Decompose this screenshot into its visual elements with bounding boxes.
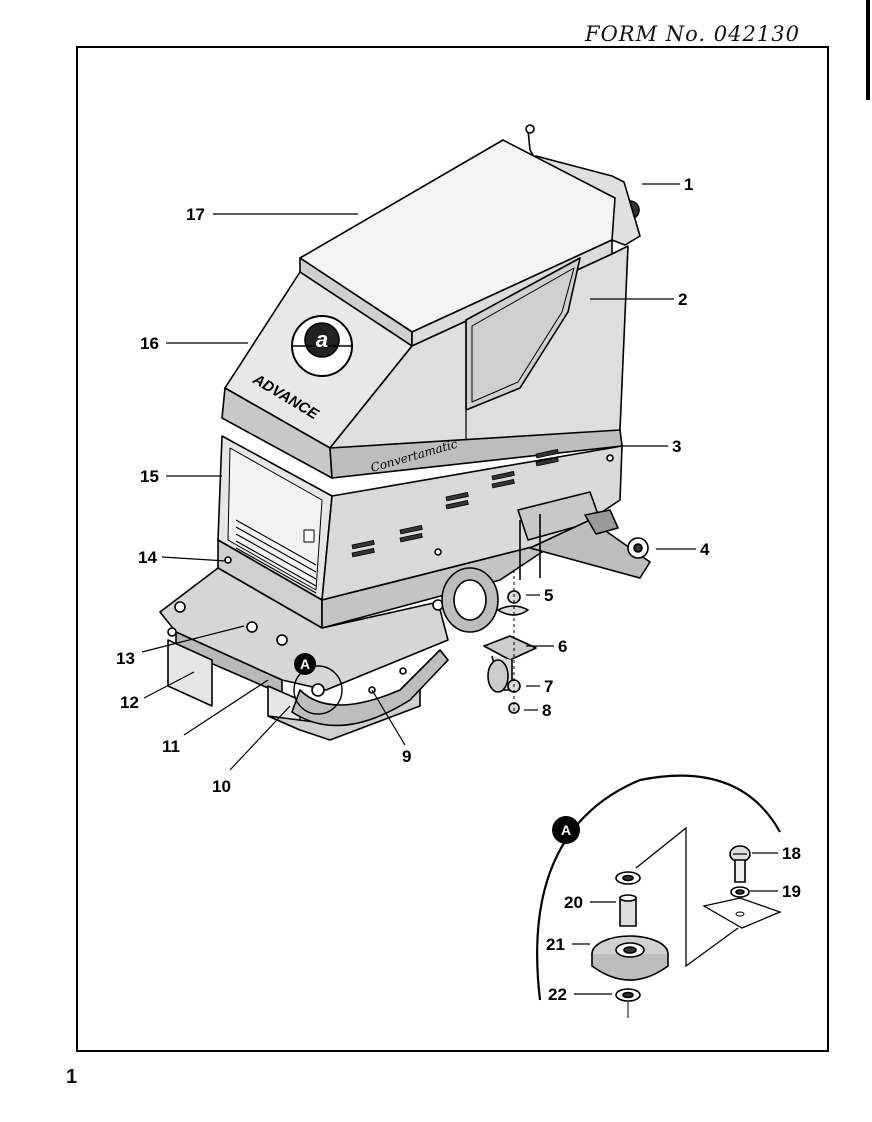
callout-4: 4	[700, 540, 710, 559]
callout-12: 12	[120, 693, 139, 712]
callout-19: 19	[782, 882, 801, 901]
page-number: 1	[66, 1066, 78, 1088]
callout-3: 3	[672, 437, 681, 456]
callout-9: 9	[402, 747, 411, 766]
brand-letter: a	[316, 327, 328, 352]
callout-15: 15	[140, 467, 159, 486]
page-edge-bar	[866, 0, 870, 100]
callout-14: 14	[138, 548, 157, 567]
detail-a-ring	[293, 665, 343, 715]
diagram-frame	[76, 46, 829, 1052]
callout-22: 22	[548, 985, 567, 1004]
callout-11: 11	[162, 737, 180, 756]
callout-1: 1	[684, 175, 693, 194]
detail-a-inset	[536, 774, 782, 1018]
callout-labels: 1 2 3 4 5 6 7 8 9 10 11 12 13 14 15 16 1…	[116, 175, 801, 1004]
callout-20: 20	[564, 893, 583, 912]
form-number: FORM No. 042130	[585, 22, 800, 46]
callout-17: 17	[186, 205, 205, 224]
callout-6: 6	[558, 637, 567, 656]
callout-21: 21	[546, 935, 565, 954]
scrubber-machine-illustration	[159, 124, 651, 741]
detail-a-label: A	[300, 656, 310, 672]
callout-18: 18	[782, 844, 801, 863]
detail-a-badge	[294, 653, 316, 675]
callout-10: 10	[212, 777, 231, 796]
callout-13: 13	[116, 649, 135, 668]
callout-8: 8	[542, 701, 551, 720]
callout-5: 5	[544, 586, 553, 605]
leader-lines	[141, 183, 778, 995]
detail-a-inset-badge	[552, 816, 580, 844]
detail-a-inset-label: A	[561, 822, 571, 838]
callout-16: 16	[140, 334, 159, 353]
callout-2: 2	[678, 290, 687, 309]
callout-7: 7	[544, 677, 553, 696]
